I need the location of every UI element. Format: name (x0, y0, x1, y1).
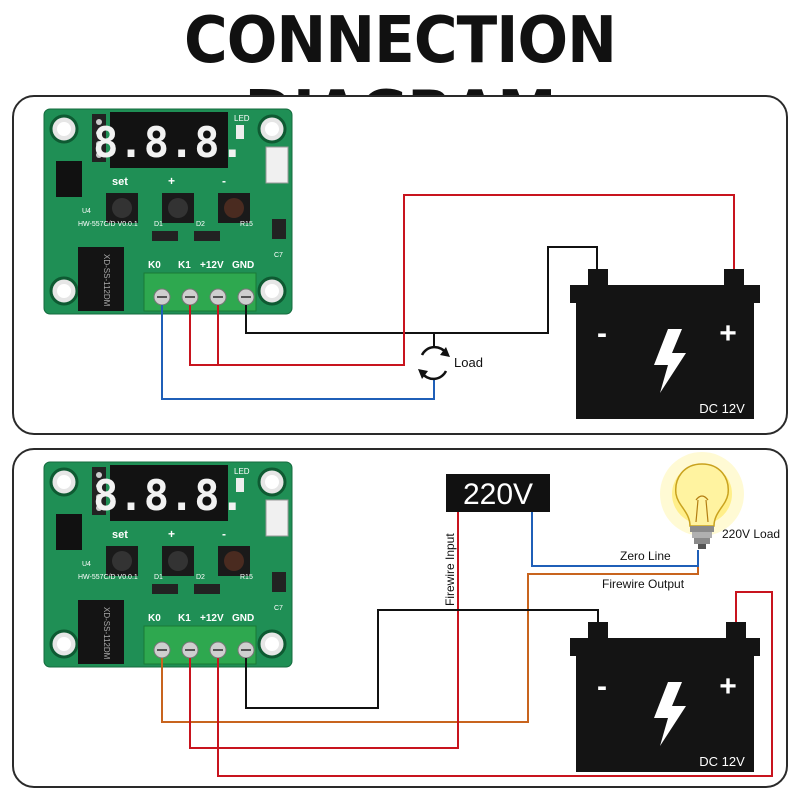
voltage-label: 220V (463, 478, 533, 511)
battery-pos-label: + (719, 317, 737, 350)
seven-segment-display (110, 112, 228, 168)
terminal-screw-12v (209, 288, 227, 306)
terminal-label-k1: K1 (178, 613, 191, 624)
d1-label: D1 (154, 574, 163, 581)
relay: XD-SS-112DM (78, 247, 124, 311)
set-label: set (112, 176, 128, 188)
d1-label: D1 (154, 221, 163, 228)
c7-label: C7 (274, 605, 283, 612)
wire-k1-to-load (189, 305, 404, 366)
plus-button (162, 193, 194, 223)
terminal-label-k0: K0 (148, 260, 161, 271)
diagram-panel-load: 8.8.8. LED set + - U4 HW-557C/D V0.0.1 D… (12, 95, 788, 435)
battery-neg-label: - (597, 317, 607, 350)
r15-label: R15 (240, 574, 253, 581)
wire-gnd-to-battery-neg (245, 609, 599, 709)
battery-label: DC 12V (699, 754, 745, 769)
display-readout: 8.8.8. (93, 471, 245, 520)
set-button (106, 546, 138, 576)
wire-k0-firewire-output (161, 554, 699, 723)
d2-label: D2 (196, 574, 205, 581)
seven-segment-display (110, 465, 228, 521)
terminal-screw-k1 (181, 641, 199, 659)
minus-button (218, 193, 250, 223)
terminal-screw-k0 (153, 641, 171, 659)
thermostat-board: 8.8.8. LED set + - U4 HW-557C/D V0.0.1 D… (43, 461, 293, 668)
mount-hole (49, 276, 79, 306)
lightning-icon (654, 329, 686, 393)
minus-label: - (222, 527, 226, 541)
c7-label: C7 (274, 252, 283, 259)
minus-button (218, 546, 250, 576)
battery-dc12v: - + DC 12V (570, 622, 760, 772)
set-button (106, 193, 138, 223)
mount-hole (257, 467, 287, 497)
display-readout: 8.8.8. (93, 118, 245, 167)
terminal-screw-k1 (181, 288, 199, 306)
diagram-panel-220v: 8.8.8. LED set + - U4 HW-557C/D V0.0.1 D… (12, 448, 788, 788)
wire-k0-to-load (161, 305, 435, 400)
terminal-label-k1: K1 (178, 260, 191, 271)
mount-hole (257, 114, 287, 144)
light-bulb-icon (660, 452, 744, 549)
terminal-label-12v: +12V (200, 613, 224, 624)
terminal-label-12v: +12V (200, 260, 224, 271)
voltage-source-box (446, 474, 550, 512)
terminal-label-k0: K0 (148, 613, 161, 624)
battery-label: DC 12V (699, 401, 745, 416)
lightning-icon (654, 682, 686, 746)
wire-k1-firewire-input (189, 512, 459, 749)
battery-dc12v: - + DC 12V (570, 269, 760, 419)
mount-hole (49, 467, 79, 497)
minus-label: - (222, 174, 226, 188)
load-symbol (418, 345, 450, 381)
terminal-screw-gnd (237, 288, 255, 306)
plus-button (162, 546, 194, 576)
model-label: HW-557C/D V0.0.1 (78, 574, 138, 581)
terminal-label-gnd: GND (232, 260, 254, 271)
plus-label: + (168, 174, 175, 188)
wire-12v-to-battery-pos (217, 194, 735, 366)
mount-hole (49, 114, 79, 144)
battery-neg-label: - (597, 670, 607, 703)
r15-label: R15 (240, 221, 253, 228)
set-label: set (112, 529, 128, 541)
mount-hole (257, 629, 287, 659)
load-label: Load (454, 355, 483, 370)
load-label: 220V Load (722, 527, 780, 541)
firewire-output-label: Firewire Output (602, 577, 685, 591)
model-label: HW-557C/D V0.0.1 (78, 221, 138, 228)
led-label: LED (234, 467, 250, 476)
svg-text:XD-SS-112DM: XD-SS-112DM (102, 254, 111, 307)
wire-12v-to-battery-pos (217, 591, 773, 777)
u4-label: U4 (82, 561, 91, 568)
terminal-screw-12v (209, 641, 227, 659)
zero-line-label: Zero Line (620, 549, 671, 563)
firewire-input-label: Firewire Input (443, 533, 457, 606)
led-label: LED (234, 114, 250, 123)
svg-text:XD-SS-112DM: XD-SS-112DM (102, 607, 111, 660)
wire-gnd-to-battery-neg (245, 246, 598, 334)
terminal-screw-gnd (237, 641, 255, 659)
u4-label: U4 (82, 208, 91, 215)
wire-zero-line (531, 512, 699, 567)
plus-label: + (168, 527, 175, 541)
terminal-label-gnd: GND (232, 613, 254, 624)
d2-label: D2 (196, 221, 205, 228)
terminal-screw-k0 (153, 288, 171, 306)
relay: XD-SS-112DM (78, 600, 124, 664)
thermostat-board: 8.8.8. LED set + - U4 HW-557C/D V0.0.1 D… (43, 108, 293, 315)
mount-hole (257, 276, 287, 306)
battery-pos-label: + (719, 670, 737, 703)
mount-hole (49, 629, 79, 659)
